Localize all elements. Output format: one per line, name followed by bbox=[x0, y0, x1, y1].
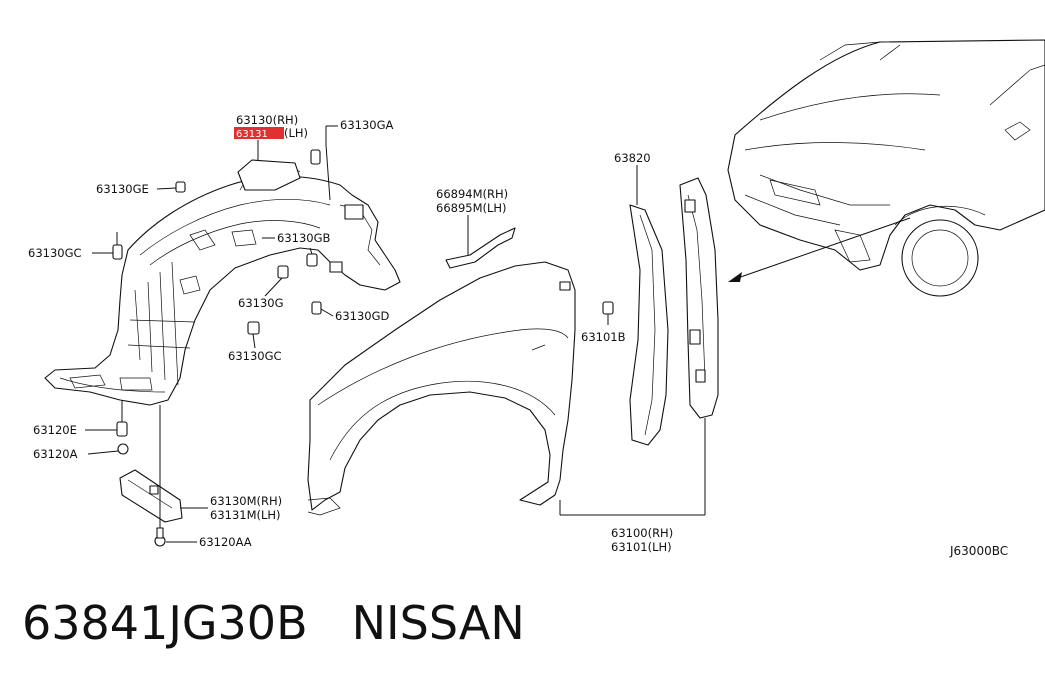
fasteners bbox=[112, 149, 614, 547]
label-63101-lh[interactable]: 63101(LH) bbox=[611, 540, 672, 554]
label-63101b[interactable]: 63101B bbox=[581, 330, 626, 344]
label-63120e[interactable]: 63120E bbox=[33, 423, 77, 437]
lower-seal bbox=[119, 469, 183, 523]
fender-inner-panel bbox=[679, 177, 719, 419]
label-63130ga[interactable]: 63130GA bbox=[340, 118, 393, 132]
caption-part-number: 63841JG30B bbox=[22, 596, 308, 650]
label-63820[interactable]: 63820 bbox=[614, 151, 651, 165]
label-63120aa[interactable]: 63120AA bbox=[199, 535, 252, 549]
label-63131-lh: (LH) bbox=[284, 126, 308, 140]
part-labels: 63130(RH) 63131 (LH) 63130GA 63130GE 631… bbox=[28, 113, 1008, 558]
fender-bracket bbox=[445, 227, 516, 269]
vehicle-illustration bbox=[727, 39, 1045, 297]
label-63130ge[interactable]: 63130GE bbox=[96, 182, 149, 196]
label-63131-highlight[interactable]: 63131 bbox=[236, 129, 268, 140]
fender-liner bbox=[44, 159, 401, 406]
part-caption: 63841JG30B NISSAN bbox=[22, 596, 525, 650]
fender-seal-strip bbox=[629, 204, 669, 446]
caption-brand: NISSAN bbox=[351, 596, 525, 650]
label-63130gc-left[interactable]: 63130GC bbox=[28, 246, 82, 260]
label-63130g[interactable]: 63130G bbox=[238, 296, 284, 310]
label-63130-rh[interactable]: 63130(RH) bbox=[236, 113, 298, 127]
leader-lines bbox=[85, 125, 706, 543]
label-63130gc-lower[interactable]: 63130GC bbox=[228, 349, 282, 363]
label-63130gd[interactable]: 63130GD bbox=[335, 309, 389, 323]
label-63120a[interactable]: 63120A bbox=[33, 447, 78, 461]
highlight-box bbox=[234, 127, 284, 139]
label-63131m-lh[interactable]: 63131M(LH) bbox=[210, 508, 281, 522]
label-63100-rh[interactable]: 63100(RH) bbox=[611, 526, 673, 540]
parts-diagram: 63130(RH) 63131 (LH) 63130GA 63130GE 631… bbox=[28, 39, 1045, 558]
label-63130m-rh[interactable]: 63130M(RH) bbox=[210, 494, 282, 508]
label-66895m-lh[interactable]: 66895M(LH) bbox=[436, 201, 507, 215]
label-63130gb[interactable]: 63130GB bbox=[277, 231, 330, 245]
front-fender bbox=[307, 261, 576, 516]
diagram-code: J63000BC bbox=[949, 544, 1008, 558]
pointer-arrow bbox=[728, 217, 911, 282]
label-66894m-rh[interactable]: 66894M(RH) bbox=[436, 187, 508, 201]
